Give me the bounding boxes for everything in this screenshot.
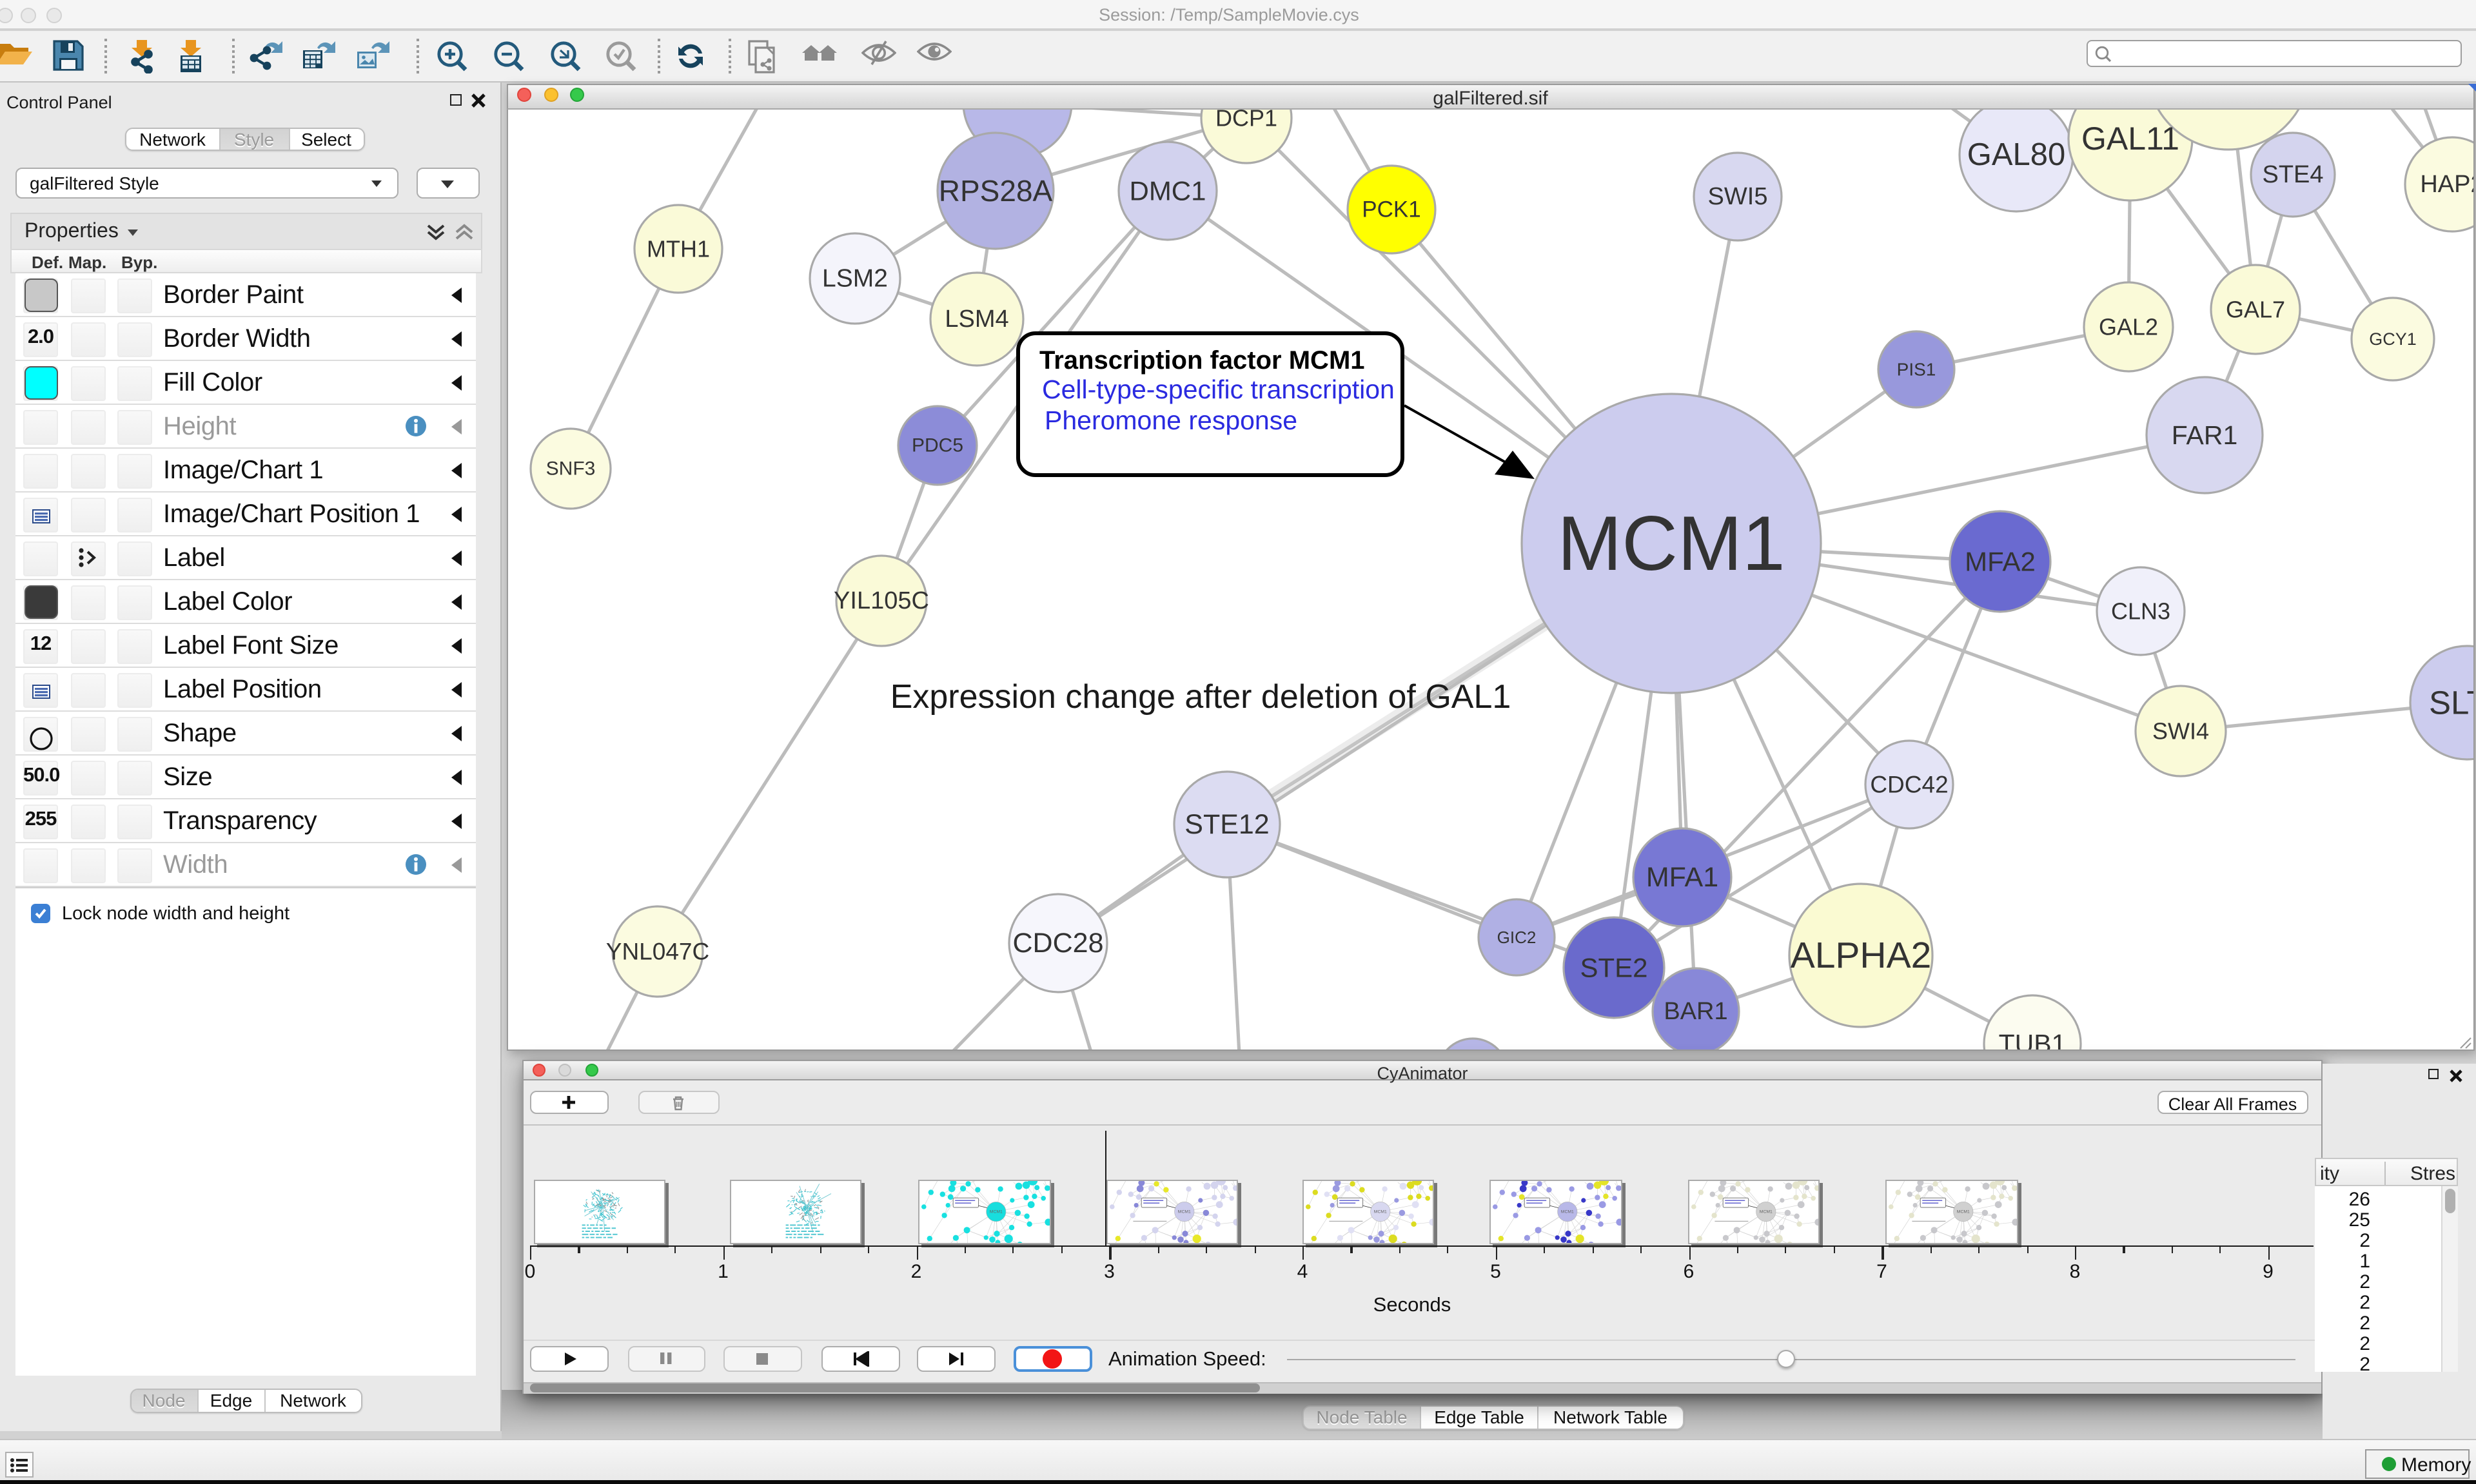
- svg-text:MCM1: MCM1: [1373, 1210, 1386, 1215]
- svg-text:MCM1: MCM1: [1957, 1210, 1970, 1215]
- svg-text:YNL047C: YNL047C: [606, 938, 709, 964]
- svg-text:ALPHA2: ALPHA2: [1791, 934, 1932, 975]
- svg-text:GIC2: GIC2: [1497, 927, 1537, 946]
- svg-text:GAL7: GAL7: [2226, 296, 2285, 322]
- svg-text:MCM1: MCM1: [1177, 1210, 1190, 1215]
- svg-text:LSM4: LSM4: [945, 305, 1008, 332]
- svg-text:HAP2: HAP2: [2420, 170, 2473, 197]
- svg-text:MCM1: MCM1: [1561, 1210, 1574, 1215]
- svg-text:BAR1: BAR1: [1664, 997, 1727, 1024]
- svg-text:GAL80: GAL80: [1967, 137, 2066, 171]
- svg-text:DCP1: DCP1: [1215, 109, 1277, 131]
- svg-text:PCK1: PCK1: [1362, 197, 1420, 222]
- svg-text:RPS28A: RPS28A: [939, 173, 1053, 207]
- svg-text:SNF3: SNF3: [546, 458, 596, 479]
- svg-text:STE12: STE12: [1184, 808, 1269, 839]
- svg-text:SWI5: SWI5: [1708, 182, 1768, 210]
- svg-text:DMC1: DMC1: [1129, 175, 1206, 206]
- svg-text:LSM2: LSM2: [822, 264, 888, 292]
- svg-text:CDC42: CDC42: [1870, 771, 1948, 797]
- svg-text:CDC28: CDC28: [1013, 927, 1104, 958]
- svg-text:MTH1: MTH1: [647, 235, 710, 262]
- svg-text:PDC5: PDC5: [912, 434, 963, 456]
- svg-text:SLT2: SLT2: [2429, 684, 2473, 721]
- svg-text:STE4: STE4: [2262, 161, 2323, 188]
- svg-text:PIS1: PIS1: [1897, 359, 1936, 379]
- svg-text:GAL2: GAL2: [2099, 313, 2158, 340]
- svg-text:YIL105C: YIL105C: [834, 587, 929, 614]
- svg-text:GAL11: GAL11: [2081, 120, 2179, 156]
- svg-text:MCM1: MCM1: [1557, 500, 1785, 586]
- svg-text:TUB1: TUB1: [1999, 1028, 2067, 1049]
- svg-text:SWI4: SWI4: [2152, 718, 2209, 744]
- svg-text:MFA1: MFA1: [1646, 861, 1718, 892]
- svg-text:STE2: STE2: [1580, 952, 1647, 982]
- svg-text:CLN3: CLN3: [2111, 598, 2170, 624]
- svg-text:MFA2: MFA2: [1965, 546, 2036, 576]
- svg-text:MCM1: MCM1: [990, 1210, 1003, 1215]
- svg-text:Expression change after deleti: Expression change after deletion of GAL1: [890, 678, 1511, 715]
- svg-text:GCY1: GCY1: [2369, 329, 2417, 348]
- svg-text:MCM1: MCM1: [1759, 1210, 1772, 1215]
- svg-text:FAR1: FAR1: [2172, 420, 2238, 449]
